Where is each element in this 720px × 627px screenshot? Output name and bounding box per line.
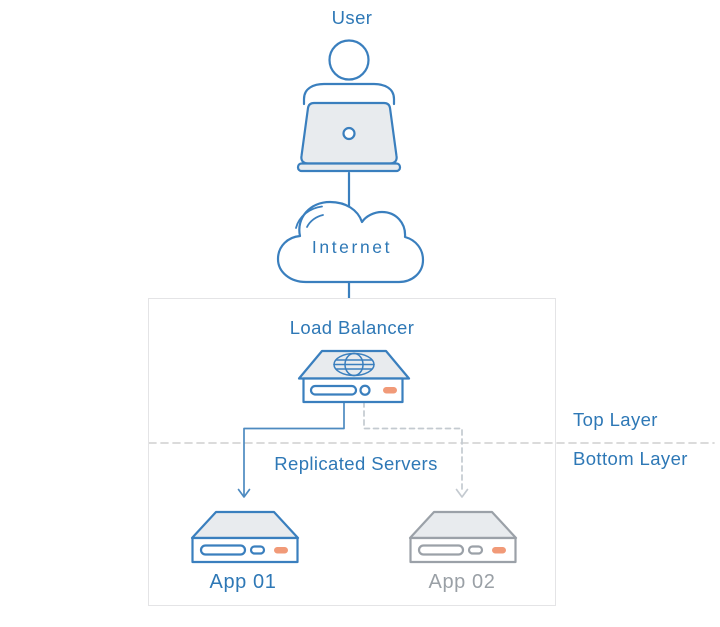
server-button-icon — [359, 384, 371, 396]
user-shoulders-icon — [302, 82, 396, 106]
top-layer-label: Top Layer — [573, 409, 658, 430]
server-top-icon — [190, 510, 300, 540]
load-balancer-server-globe-icon — [297, 349, 411, 404]
server-led-icon — [492, 547, 506, 554]
solid-arrow-down — [243, 401, 345, 497]
layers-box — [148, 298, 556, 606]
solid-arrowhead-icon — [237, 488, 251, 498]
internet-label: Internet — [311, 237, 393, 257]
app-02-label: App 02 — [428, 571, 496, 593]
user-label: User — [331, 7, 373, 28]
dashed-arrow-down — [363, 401, 463, 494]
cloud-icon — [276, 200, 425, 284]
server-drive-slot-icon — [309, 384, 358, 396]
replicated-servers-label: Replicated Servers — [274, 453, 438, 474]
bottom-layer-label: Bottom Layer — [573, 448, 688, 469]
server-button-icon — [467, 545, 484, 555]
cloud-shine-inner — [306, 214, 324, 228]
server-drive-slot-icon — [417, 544, 465, 556]
server-led-icon — [274, 547, 288, 554]
load-balancer-label: Load Balancer — [289, 317, 415, 338]
server-led-icon — [383, 387, 397, 394]
app-01-label: App 01 — [209, 571, 277, 593]
server-top-icon — [408, 510, 518, 540]
server-drive-slot-icon — [199, 544, 247, 556]
user-head-icon — [328, 39, 370, 81]
server-button-icon — [249, 545, 266, 555]
laptop-base-icon — [296, 162, 402, 173]
laptop-logo-icon — [342, 126, 356, 141]
person-at-laptop-icon — [296, 39, 402, 173]
dashed-arrowhead-icon — [455, 488, 469, 498]
cloud-outline — [276, 200, 425, 284]
app-01-server-icon — [190, 510, 300, 564]
cloud-shine-outer — [295, 205, 323, 229]
app-02-server-icon — [408, 510, 518, 564]
globe-icon — [333, 352, 375, 377]
